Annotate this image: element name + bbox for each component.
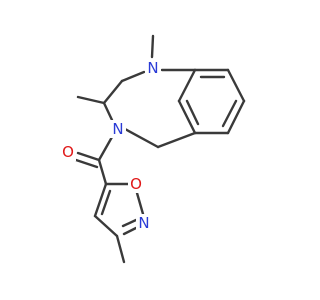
bond-n1-c2: [120, 70, 146, 83]
bond-isox-c4-c5-inner: [100, 189, 112, 216]
bond-isox-n-c3-inner: [121, 218, 138, 228]
bonds: [74, 34, 246, 264]
bond-n4-c5: [123, 127, 160, 149]
bond-ar-5: [177, 99, 197, 135]
bond-ar-3: [226, 99, 246, 135]
bond-n1-methyl: [150, 34, 155, 59]
atom-carbonyl-oxygen-label: O: [62, 143, 74, 161]
bond-carbonyl-o-b: [74, 158, 99, 169]
bond-isox-o-n: [135, 191, 145, 216]
bond-c3-n4: [102, 101, 114, 122]
bond-ar-2: [226, 68, 246, 103]
bond-carbonyl-o-a: [76, 151, 101, 162]
atom-ring-oxygen-label: O: [130, 175, 142, 193]
bond-isox-methyl: [115, 234, 126, 264]
bond-isox-c4-c5: [93, 182, 108, 218]
bond-c3-methyl: [76, 95, 106, 105]
atom-labels: N N O O N: [60, 59, 161, 232]
bond-isox-c3-c4: [93, 214, 119, 238]
bond-ar-6: [177, 68, 197, 103]
atom-ring-nitrogen-label: N: [138, 214, 149, 232]
bond-isox-n-c3: [122, 226, 138, 236]
bond-ar-inner-2: [221, 99, 238, 128]
bond-carbonyl-isox: [97, 158, 108, 186]
atom-n1-label: N: [147, 59, 158, 77]
bond-ar-inner-3: [185, 99, 200, 126]
atom-n4-label: N: [112, 120, 123, 138]
bond-n4-carbonyl: [97, 135, 114, 162]
molecule-structure: N N O O N: [60, 34, 246, 264]
bond-c5-c5a: [156, 131, 197, 149]
bond-c2-c3: [102, 79, 124, 105]
